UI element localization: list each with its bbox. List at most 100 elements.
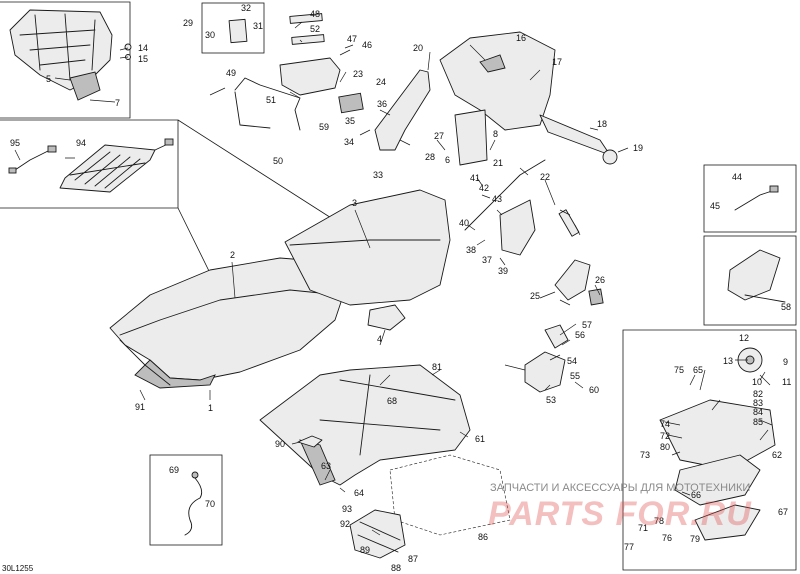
callout-85: 85 (753, 417, 763, 427)
callout-31: 31 (253, 21, 263, 31)
callout-65: 65 (693, 365, 703, 375)
callout-3: 3 (352, 198, 357, 208)
sensor-wire-part-70 (184, 471, 203, 536)
frame-part-29 (201, 2, 265, 54)
passenger-seat-part-3 (284, 189, 451, 331)
backrest-part-16 (439, 31, 556, 131)
backrest-bar-part-18 (539, 114, 618, 165)
storage-tray-part-5 (9, 9, 132, 101)
callout-60: 60 (589, 385, 599, 395)
callout-80: 80 (660, 442, 670, 452)
harness-part-95 (8, 145, 57, 174)
callout-69: 69 (169, 465, 179, 475)
callout-88: 88 (391, 563, 401, 573)
callout-39: 39 (498, 266, 508, 276)
latch-part-23 (279, 57, 364, 114)
cable-part-49 (234, 77, 301, 131)
callout-8: 8 (493, 129, 498, 139)
callout-62: 62 (772, 450, 782, 460)
callout-89: 89 (360, 545, 370, 555)
callout-48: 48 (310, 9, 320, 19)
callout-42: 42 (479, 183, 489, 193)
callout-92: 92 (340, 519, 350, 529)
callout-57: 57 (582, 320, 592, 330)
callout-52: 52 (310, 24, 320, 34)
callout-94: 94 (76, 138, 86, 148)
callout-90: 90 (275, 439, 285, 449)
callout-6: 6 (445, 155, 450, 165)
callout-12: 12 (739, 333, 749, 343)
callout-73: 73 (640, 450, 650, 460)
callout-14: 14 (138, 43, 148, 53)
callout-59: 59 (319, 122, 329, 132)
plate-part-6 (454, 109, 488, 166)
callout-30: 30 (205, 30, 215, 40)
callout-15: 15 (138, 54, 148, 64)
callout-7: 7 (115, 98, 120, 108)
callout-63: 63 (321, 461, 331, 471)
watermark-logo: PARTS FOR.RU (488, 495, 752, 533)
callout-50: 50 (273, 156, 283, 166)
callout-56: 56 (575, 330, 585, 340)
callout-67: 67 (778, 507, 788, 517)
callout-19: 19 (633, 143, 643, 153)
harness-part-44 (734, 185, 779, 211)
frame-harness-44 (703, 164, 797, 233)
callout-37: 37 (482, 255, 492, 265)
callout-13: 13 (723, 356, 733, 366)
callout-53: 53 (546, 395, 556, 405)
leader-lines (14, 21, 773, 536)
diagram-code: 30L1255 (2, 564, 34, 573)
callout-46: 46 (362, 40, 372, 50)
callout-2: 2 (230, 250, 235, 260)
callout-78: 78 (654, 516, 664, 526)
callout-27: 27 (434, 131, 444, 141)
callout-17: 17 (552, 57, 562, 67)
callout-47: 47 (347, 34, 357, 44)
callout-22: 22 (540, 172, 550, 182)
bracket-part-87-89 (349, 509, 406, 559)
watermark-caption: ЗАПЧАСТИ И АКСЕССУАРЫ ДЛЯ МОТОТЕХНИКИ (490, 482, 750, 494)
callout-18: 18 (597, 119, 607, 129)
frame-sensor-wire (149, 454, 223, 546)
rider-seat-part-2 (109, 257, 346, 389)
callout-9: 9 (783, 357, 788, 367)
callout-33: 33 (373, 170, 383, 180)
floor-mat-part-86 (389, 454, 511, 536)
callout-95: 95 (10, 138, 20, 148)
callout-36: 36 (377, 99, 387, 109)
callout-41: 41 (470, 173, 480, 183)
callout-79: 79 (690, 534, 700, 544)
frame-lock-assembly (622, 329, 797, 571)
callout-74: 74 (660, 419, 670, 429)
callout-32: 32 (241, 3, 251, 13)
callout-64: 64 (354, 488, 364, 498)
callout-61: 61 (475, 434, 485, 444)
latch-part-25 (554, 209, 604, 306)
callout-38: 38 (466, 245, 476, 255)
storage-tub-part-61 (259, 364, 471, 486)
callout-93: 93 (342, 504, 352, 514)
callout-49: 49 (226, 68, 236, 78)
callout-45: 45 (710, 201, 720, 211)
callout-68: 68 (387, 396, 397, 406)
callout-21: 21 (493, 158, 503, 168)
callout-25: 25 (530, 291, 540, 301)
callout-58: 58 (781, 302, 791, 312)
callout-54: 54 (567, 356, 577, 366)
callout-70: 70 (205, 499, 215, 509)
callout-34: 34 (344, 137, 354, 147)
callout-29: 29 (183, 18, 193, 28)
callout-35: 35 (345, 116, 355, 126)
rail-part-21 (464, 159, 546, 256)
callout-81: 81 (432, 362, 442, 372)
callout-11: 11 (782, 377, 791, 387)
lock-assembly-plate (659, 347, 776, 541)
callout-24: 24 (376, 77, 386, 87)
callout-76: 76 (662, 533, 672, 543)
frame-top-left (0, 1, 131, 119)
callout-10: 10 (752, 377, 762, 387)
heated-pad-part-94 (59, 138, 174, 193)
callout-72: 72 (660, 431, 670, 441)
